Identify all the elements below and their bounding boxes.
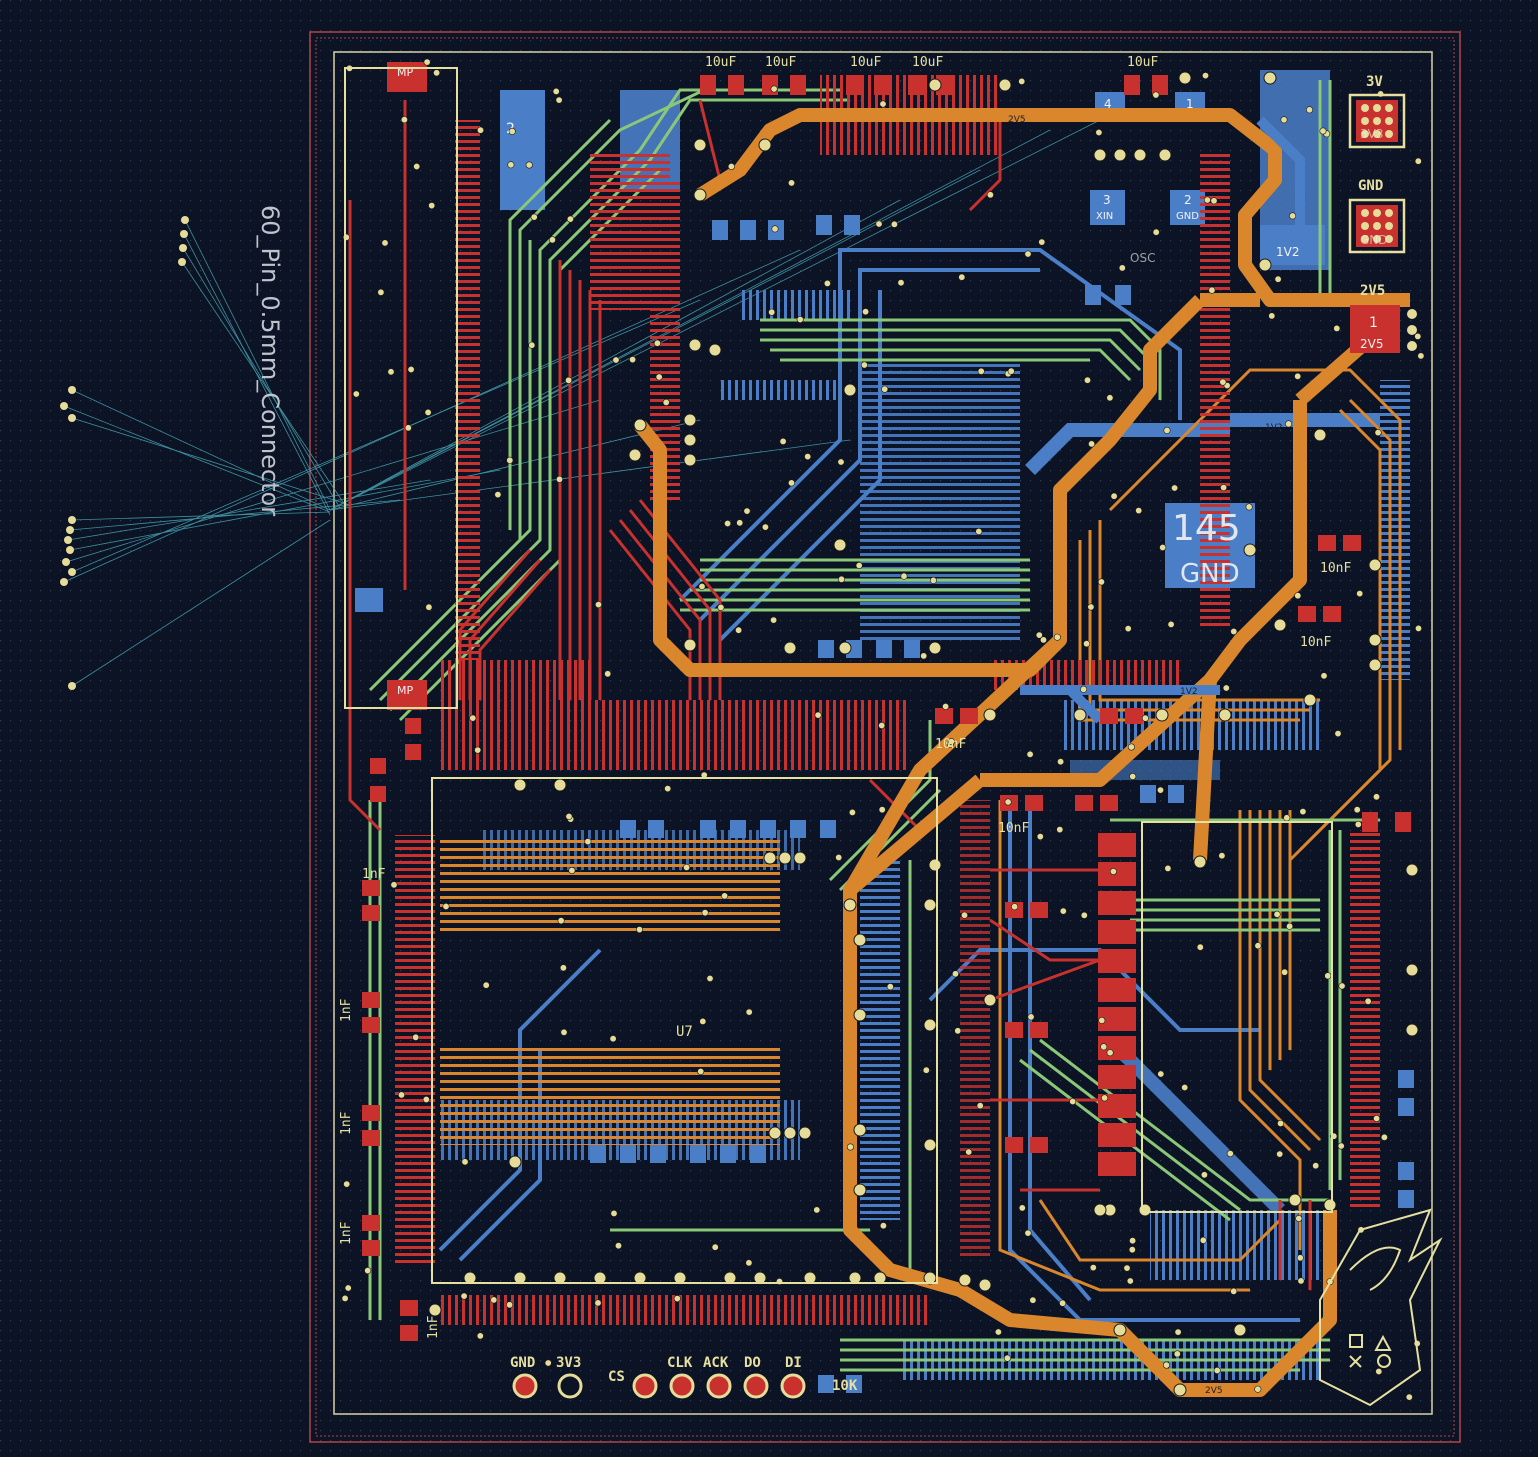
small-cap-label-1: 10nF [935,737,966,752]
net-label-1v2-bottom: 1V2 [1180,687,1198,697]
mp-bottom-label: MP [397,684,413,697]
cap-label-3: 10uF [850,55,881,70]
header-pin-3v3: 3V3 [556,1355,581,1371]
power-2v5-pad-label: 2V5 [1360,337,1383,351]
header-pin-gnd: GND [510,1355,535,1371]
passive-pads[interactable] [362,75,1414,1393]
small-cap-label-3: 10nF [1320,561,1351,576]
header-pin-clk: CLK [667,1355,693,1371]
power-gnd-label: GND [1358,178,1383,194]
osc-1v2: 1V2 [1276,245,1299,259]
power-2v5-label: 2V5 [1360,283,1385,299]
side-cap-label-5: 1nF [426,1315,441,1339]
cap-label-5: 10uF [1127,55,1158,70]
side-cap-label-2: 1nF [339,998,354,1022]
pad-one-label: 1 [1369,315,1378,331]
osc-label: OSC [1130,251,1155,265]
power-traces-1v2 [1020,116,1305,724]
cap-label-2: 10uF [765,55,796,70]
net-label-2v5-top: 2V5 [1008,115,1026,125]
connector-label: 60_Pin_0.5mm_Connector [256,205,284,516]
osc-xin: XIN [1096,211,1113,222]
osc-gnd: GND [1176,211,1199,222]
board-outline [309,31,1461,1443]
power-3v-label: 3V [1366,74,1383,90]
net-label-1v2-mid: 1V2 [1265,423,1283,433]
power-header-3v3[interactable] [1356,100,1398,142]
small-cap-label-4: 10nF [1300,635,1331,650]
osc-pin2: 2 [1184,193,1192,207]
via-number-label: 145 [1172,508,1241,549]
header-pin-cs: CS [608,1369,625,1385]
silkscreen-layer [344,67,1443,1407]
resistor-label-10k: 10K [832,1378,858,1394]
connector-pads[interactable] [60,216,189,690]
header-pin-ack: ACK [703,1355,729,1371]
osc-pin3: 3 [1103,193,1111,207]
component-ref-u7: U7 [676,1024,693,1040]
osc-pin4: 4 [1104,97,1112,111]
power-gnd-pad-label: GND [1360,233,1388,247]
side-cap-label-3: 1nF [339,1111,354,1135]
header-pin-do: DO [744,1355,761,1371]
side-cap-label-1: 1nF [362,867,386,882]
2v5-header-holes[interactable] [1407,309,1417,351]
front-copper-layer [348,75,1380,1325]
osc-pin1: 1 [1186,97,1194,111]
via-net-label: GND [1180,559,1240,589]
power-3v3-pad-label: 3V3 [1360,127,1383,141]
net-label-2v5-bottom: 2V5 [1205,1386,1223,1396]
small-cap-label-2: 10nF [998,821,1029,836]
cap-label-4: 10uF [912,55,943,70]
header-pin-di: DI [785,1355,802,1371]
mp-top-label: MP [397,66,413,79]
bottom-header[interactable] [512,1373,806,1399]
power-header-gnd[interactable] [1356,205,1398,247]
side-cap-label-4: 1nF [339,1221,354,1245]
cap-label-1: 10uF [705,55,736,70]
